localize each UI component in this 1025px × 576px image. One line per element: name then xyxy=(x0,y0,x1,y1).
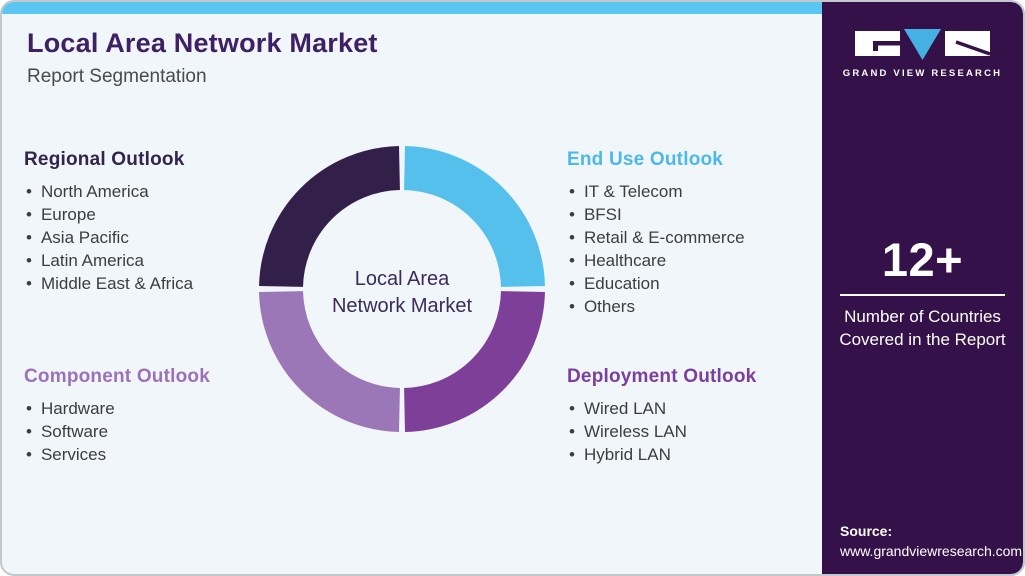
donut-chart: Local Area Network Market xyxy=(259,146,545,432)
page-subtitle: Report Segmentation xyxy=(27,66,207,87)
donut-center-label-line1: Local Area xyxy=(354,268,450,290)
donut-segment-end-use-outlook xyxy=(403,146,545,288)
page-title: Local Area Network Market xyxy=(27,28,378,58)
section-list: HardwareSoftwareServices xyxy=(24,397,274,466)
gvr-logo: GRAND VIEW RESEARCH xyxy=(822,28,1023,79)
stat-value: 12+ xyxy=(881,233,964,286)
donut-center-label: Local Area Network Market xyxy=(259,146,545,432)
list-item: Education xyxy=(569,272,817,295)
list-item: Latin America xyxy=(26,249,274,272)
brand-name: GRAND VIEW RESEARCH xyxy=(842,68,1003,79)
list-item: Hybrid LAN xyxy=(569,443,817,466)
donut-segment-deployment-outlook xyxy=(403,290,545,432)
list-item: IT & Telecom xyxy=(569,180,817,203)
list-item: Others xyxy=(569,295,817,318)
section-list: IT & TelecomBFSIRetail & E-commerceHealt… xyxy=(567,180,817,318)
list-item: BFSI xyxy=(569,203,817,226)
section-deployment-outlook: Deployment Outlook Wired LANWireless LAN… xyxy=(567,366,817,466)
list-item: Healthcare xyxy=(569,249,817,272)
section-list: Wired LANWireless LANHybrid LAN xyxy=(567,397,817,466)
list-item: Hardware xyxy=(26,397,274,420)
source-block: Source: www.grandviewresearch.com xyxy=(840,523,1022,559)
list-item: Services xyxy=(26,443,274,466)
header: Local Area Network Market Report Segment… xyxy=(27,28,378,88)
list-item: Retail & E-commerce xyxy=(569,226,817,249)
countries-stat: 12+ Number of Countries Covered in the R… xyxy=(822,232,1023,351)
list-item: Europe xyxy=(26,203,274,226)
list-item: Wireless LAN xyxy=(569,420,817,443)
section-regional-outlook: Regional Outlook North AmericaEuropeAsia… xyxy=(24,149,274,295)
section-heading: Regional Outlook xyxy=(24,149,185,170)
list-item: Wired LAN xyxy=(569,397,817,420)
source-label: Source: xyxy=(840,523,893,539)
donut-chart-svg xyxy=(259,146,545,432)
section-end-use-outlook: End Use Outlook IT & TelecomBFSIRetail &… xyxy=(567,149,817,318)
stat-divider xyxy=(840,294,1005,296)
list-item: Software xyxy=(26,420,274,443)
donut-segment-component-outlook xyxy=(259,290,401,432)
logo-v-triangle-icon xyxy=(904,29,941,60)
section-heading: End Use Outlook xyxy=(567,149,724,170)
main-content: Local Area Network Market Report Segment… xyxy=(2,2,822,574)
top-accent-bar xyxy=(2,2,822,14)
sidebar: GRAND VIEW RESEARCH 12+ Number of Countr… xyxy=(822,2,1023,574)
gvr-logo-marks xyxy=(855,29,990,60)
stat-caption: Number of Countries Covered in the Repor… xyxy=(839,307,1006,349)
donut-center-label-line2: Network Market xyxy=(331,295,473,317)
section-component-outlook: Component Outlook HardwareSoftwareServic… xyxy=(24,366,274,466)
donut-segment-regional-outlook xyxy=(259,146,401,288)
list-item: Middle East & Africa xyxy=(26,272,274,295)
section-heading: Deployment Outlook xyxy=(567,366,757,387)
section-heading: Component Outlook xyxy=(24,366,210,387)
list-item: North America xyxy=(26,180,274,203)
section-list: North AmericaEuropeAsia PacificLatin Ame… xyxy=(24,180,274,295)
list-item: Asia Pacific xyxy=(26,226,274,249)
source-url: www.grandviewresearch.com xyxy=(840,543,1023,559)
